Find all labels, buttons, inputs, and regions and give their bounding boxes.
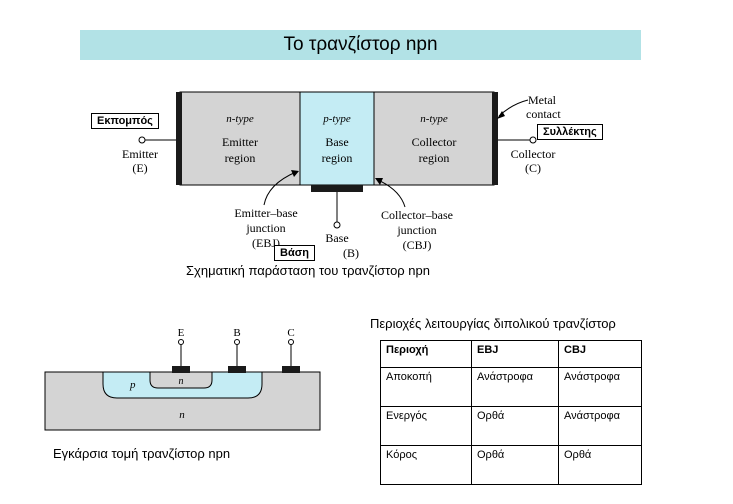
page-title: Το τρανζίστορ npn: [80, 30, 641, 60]
emitter-region: [179, 91, 301, 186]
emitter-metal-contact: [176, 92, 182, 185]
base-metal-contact: [311, 185, 363, 192]
collector-region-label: region: [419, 151, 450, 165]
table-cell: Αποκοπή: [380, 367, 472, 407]
base-type-label: p-type: [322, 113, 351, 125]
n-substrate-label: n: [179, 409, 185, 421]
table-cell: Ενεργός: [380, 406, 472, 446]
table-cell: Ανάστροφα: [558, 406, 642, 446]
collector-name-label: Collector: [412, 135, 457, 149]
emitter-greek-label: Εκπομπός: [91, 113, 159, 129]
base-pin: [234, 339, 240, 345]
table-row: Αποκοπή Ανάστροφα Ανάστροφα: [380, 367, 642, 407]
base-name-label: Base: [325, 135, 348, 149]
collector-greek-label: Συλλέκτης: [537, 124, 603, 140]
cbj-label: Collector–base: [381, 208, 453, 222]
cross-c-label: C: [287, 327, 294, 339]
header-ebj: EBJ: [471, 340, 559, 368]
collector-pin: [288, 339, 294, 345]
collector-contact-pad: [282, 366, 300, 373]
ebj-label-3: (EBJ): [252, 236, 280, 250]
emitter-terminal: [138, 136, 146, 144]
table-cell: Ανάστροφα: [558, 367, 642, 407]
npn-schematic: n-type Emitter region p-type Base region…: [122, 91, 561, 260]
header-region: Περιοχή: [380, 340, 472, 368]
collector-region: [373, 91, 495, 186]
emitter-name-label: Emitter: [222, 135, 258, 149]
base-region-label: region: [322, 151, 353, 165]
cross-e-label: E: [178, 327, 185, 339]
cbj-label-3: (CBJ): [403, 238, 432, 252]
table-row: Κόρος Ορθά Ορθά: [380, 445, 642, 485]
emitter-terminal-label: Emitter: [122, 147, 158, 161]
ebj-label: Emitter–base: [234, 206, 297, 220]
emitter-region-label: region: [225, 151, 256, 165]
modes-title: Περιοχές λειτουργίας διπολικού τρανζίστο…: [370, 316, 616, 331]
cbj-arrowhead: [375, 178, 383, 185]
cross-b-label: B: [233, 327, 240, 339]
collector-type-label: n-type: [420, 113, 448, 125]
schematic-caption: Σχηματική παράσταση του τρανζίστορ npn: [186, 263, 430, 278]
cross-section-caption: Εγκάρσια τομή τρανζίστορ npn: [53, 446, 231, 461]
table-row: Ενεργός Ορθά Ανάστροφα: [380, 406, 642, 446]
page-title-text: Το τρανζίστορ npn: [283, 34, 438, 55]
p-region-label: p: [129, 379, 136, 391]
metal-contact-label: Metal: [528, 93, 557, 107]
collector-terminal-label: Collector: [511, 147, 556, 161]
n-inner-region-label: n: [179, 376, 184, 387]
base-greek-label: Βάση: [274, 245, 315, 261]
collector-terminal: [529, 136, 537, 144]
emitter-type-label: n-type: [226, 113, 254, 125]
base-terminal-label: Base: [325, 231, 348, 245]
emitter-terminal-symbol: (E): [132, 161, 147, 175]
table-cell: Ανάστροφα: [471, 367, 559, 407]
ebj-arrowhead: [291, 170, 299, 177]
table-cell: Κόρος: [380, 445, 472, 485]
operating-modes-table: Περιοχή EBJ CBJ Αποκοπή Ανάστροφα Ανάστρ…: [380, 340, 642, 485]
ebj-pointer: [263, 171, 297, 206]
table-cell: Ορθά: [558, 445, 642, 485]
cbj-label-2: junction: [396, 223, 436, 237]
table-header-row: Περιοχή EBJ CBJ: [380, 340, 642, 368]
ebj-label-2: junction: [245, 221, 285, 235]
table-cell: Ορθά: [471, 406, 559, 446]
emitter-contact-pad: [172, 366, 190, 373]
base-terminal-symbol: (B): [343, 246, 359, 260]
n-emitter-well: [149, 371, 213, 389]
header-cbj: CBJ: [558, 340, 642, 368]
collector-metal-contact: [492, 92, 498, 185]
base-contact-pad: [228, 366, 246, 373]
base-terminal: [333, 221, 341, 229]
npn-cross-section: E B C p n n: [44, 327, 321, 431]
metal-contact-arrowhead: [497, 111, 505, 119]
table-cell: Ορθά: [471, 445, 559, 485]
collector-terminal-symbol: (C): [525, 161, 541, 175]
metal-contact-label-2: contact: [526, 107, 561, 121]
cbj-pointer: [377, 179, 406, 208]
emitter-pin: [178, 339, 184, 345]
